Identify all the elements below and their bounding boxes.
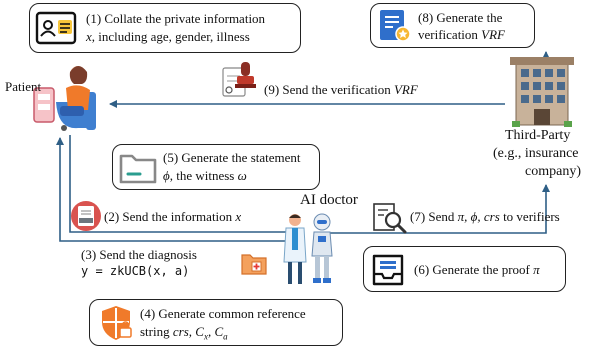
step7-label: (7) Send π, ϕ, crs to verifiers xyxy=(410,209,560,224)
patient-label: Patient xyxy=(5,79,42,94)
id-card-icon xyxy=(35,11,77,45)
ai-doctor-label: AI doctor xyxy=(300,192,358,208)
step6-label: (6) Generate the proof π xyxy=(414,262,540,277)
third-party-label-2: (e.g., insurance xyxy=(493,146,579,161)
step5-line1: (5) Generate the statement xyxy=(163,150,301,165)
step7-vars: π, ϕ, crs xyxy=(457,209,500,224)
step6-text: (6) Generate the proof xyxy=(414,262,530,277)
step8-line1: (8) Generate the xyxy=(418,10,503,25)
step4-line1: (4) Generate common reference xyxy=(140,306,306,321)
step8-line2: verification VRF xyxy=(418,27,505,42)
folder-icon xyxy=(119,154,157,184)
patient-icon xyxy=(33,66,96,131)
step4-crs: crs, C xyxy=(172,324,204,339)
doctor-robot-icon xyxy=(283,213,333,284)
callout-step8: (8) Generate the verification VRF xyxy=(370,3,535,48)
step4-sep: , C xyxy=(207,324,224,339)
step5-omega: ω xyxy=(237,168,247,183)
step3-line2: y = zkUCB(x, a) xyxy=(81,264,190,278)
arrow-step7 xyxy=(330,184,550,234)
step8-var: VRF xyxy=(481,27,505,42)
step9-var: VRF xyxy=(393,82,418,97)
step4-sub-a: a xyxy=(223,331,228,342)
callout-step4: (4) Generate common reference string crs… xyxy=(89,299,343,346)
step5-line2-text: , the witness xyxy=(169,168,235,183)
step9-label: (9) Send the verification VRF xyxy=(264,82,418,97)
step4-sub-x: x xyxy=(203,331,208,342)
arrow-step3 xyxy=(56,137,300,242)
arrow-step2 xyxy=(69,135,303,236)
step9-text: (9) Send the verification xyxy=(264,82,391,97)
step2-text: (2) Send the information xyxy=(104,209,233,224)
step3-line1: (3) Send the diagnosis xyxy=(81,247,197,262)
approved-document-icon xyxy=(71,201,101,231)
step1-line2-text: , including age, gender, illness xyxy=(91,29,250,44)
step1-var: x xyxy=(86,29,92,44)
callout-step6: (6) Generate the proof π xyxy=(363,246,566,292)
step1-line2: x, including age, gender, illness xyxy=(86,29,250,44)
step4-string: string xyxy=(140,324,170,339)
step8-line2-text: verification xyxy=(418,27,478,42)
step6-var: π xyxy=(533,262,540,277)
step7-text: (7) Send xyxy=(410,209,455,224)
callout-step1: (1) Collate the private information x, i… xyxy=(29,3,301,53)
callout-step5: (5) Generate the statement ϕ, the witnes… xyxy=(112,144,320,190)
step2-label: (2) Send the information x xyxy=(104,209,241,224)
stamp-icon xyxy=(222,62,256,97)
third-party-label-1: Third-Party xyxy=(505,128,571,143)
step7-suffix: to verifiers xyxy=(503,209,560,224)
step4-line2: string crs, Cx, Ca xyxy=(140,324,228,345)
shield-lock-icon xyxy=(102,306,132,340)
step2-var: x xyxy=(235,209,242,224)
medical-folder-icon xyxy=(241,254,267,275)
step1-line1: (1) Collate the private information xyxy=(86,11,266,26)
magnifier-document-icon xyxy=(373,203,407,234)
certificate-icon xyxy=(380,10,411,42)
building-icon xyxy=(510,57,574,127)
step5-phi: ϕ xyxy=(163,168,170,183)
third-party-label-3: company) xyxy=(525,164,581,179)
step5-line2: ϕ, the witness ω xyxy=(163,168,247,183)
proof-box-icon xyxy=(372,254,404,286)
